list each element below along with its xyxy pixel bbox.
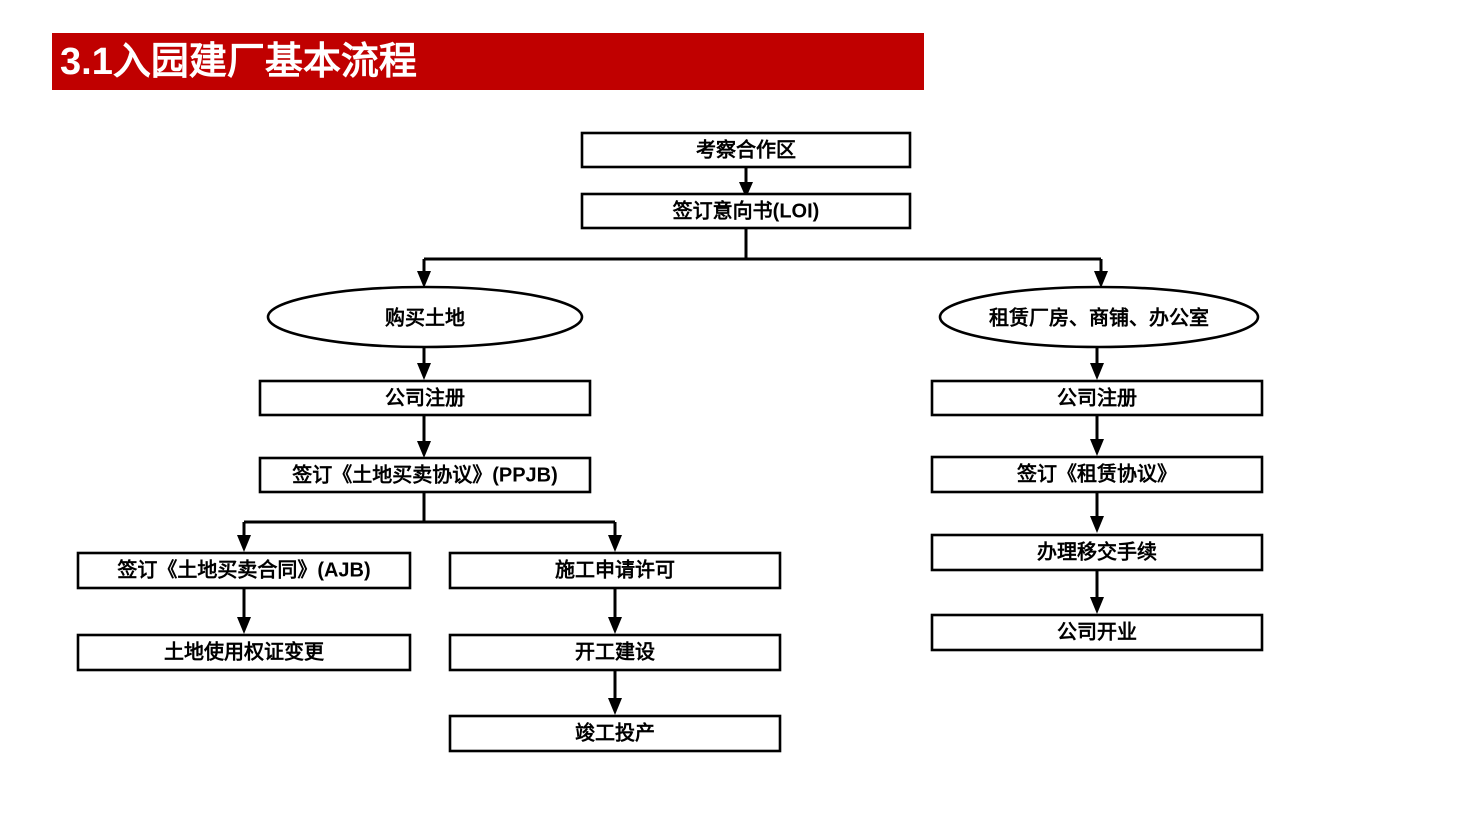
node-complete[interactable]: 竣工投产 — [448, 714, 782, 753]
edge-companyreg-to-ppjb — [417, 415, 431, 458]
node-lease-agreement-label: 签订《租赁协议》 — [1016, 461, 1177, 485]
edge-survey-to-loi — [739, 167, 753, 198]
edge-buyland-to-companyreg — [417, 346, 431, 380]
node-start-build[interactable]: 开工建设 — [448, 633, 782, 672]
node-open-business[interactable]: 公司开业 — [930, 613, 1264, 652]
node-ajb[interactable]: 签订《土地买卖合同》(AJB) — [76, 551, 412, 590]
node-ppjb[interactable]: 签订《土地买卖协议》(PPJB) — [258, 456, 592, 494]
node-open-business-label: 公司开业 — [1057, 620, 1137, 643]
node-company-reg-left[interactable]: 公司注册 — [258, 379, 592, 417]
node-lease-label: 租赁厂房、商铺、办公室 — [989, 305, 1209, 329]
node-survey-label: 考察合作区 — [696, 137, 796, 161]
node-build-permit[interactable]: 施工申请许可 — [448, 551, 782, 590]
edge-companyreg-to-leaseagreement — [1090, 415, 1104, 456]
edge-startbuild-to-complete — [608, 670, 622, 715]
node-start-build-label: 开工建设 — [575, 639, 655, 663]
edge-handover-to-openbusiness — [1090, 570, 1104, 614]
node-handover-label: 办理移交手续 — [1037, 539, 1157, 563]
edge-buildpermit-to-startbuild — [608, 588, 622, 634]
node-company-reg-left-label: 公司注册 — [385, 385, 465, 409]
edge-lease-to-companyreg — [1090, 346, 1104, 380]
edge-loi-branch — [417, 228, 1108, 288]
node-lease[interactable]: 租赁厂房、商铺、办公室 — [938, 285, 1260, 349]
node-buy-land[interactable]: 购买土地 — [266, 285, 584, 349]
node-loi-label: 签订意向书(LOI) — [672, 198, 820, 222]
node-company-reg-right-label: 公司注册 — [1057, 385, 1137, 409]
edge-ppjb-branch — [237, 492, 622, 552]
node-loi[interactable]: 签订意向书(LOI) — [580, 192, 912, 230]
node-lease-agreement[interactable]: 签订《租赁协议》 — [930, 455, 1264, 494]
node-ppjb-label: 签订《土地买卖协议》(PPJB) — [291, 462, 558, 486]
node-build-permit-label: 施工申请许可 — [555, 557, 675, 581]
title-banner: 3.1入园建厂基本流程 — [52, 33, 924, 90]
node-company-reg-right[interactable]: 公司注册 — [930, 379, 1264, 417]
node-survey[interactable]: 考察合作区 — [580, 131, 912, 169]
node-ajb-label: 签订《土地买卖合同》(AJB) — [116, 557, 370, 581]
node-buy-land-label: 购买土地 — [385, 305, 465, 329]
edge-ajb-to-landcert — [237, 588, 251, 634]
edge-leaseagreement-to-handover — [1090, 492, 1104, 533]
node-land-cert-label: 土地使用权证变更 — [164, 639, 325, 663]
node-land-cert[interactable]: 土地使用权证变更 — [76, 633, 412, 672]
node-handover[interactable]: 办理移交手续 — [930, 533, 1264, 572]
page-title: 3.1入园建厂基本流程 — [60, 40, 417, 83]
node-complete-label: 竣工投产 — [575, 720, 655, 744]
